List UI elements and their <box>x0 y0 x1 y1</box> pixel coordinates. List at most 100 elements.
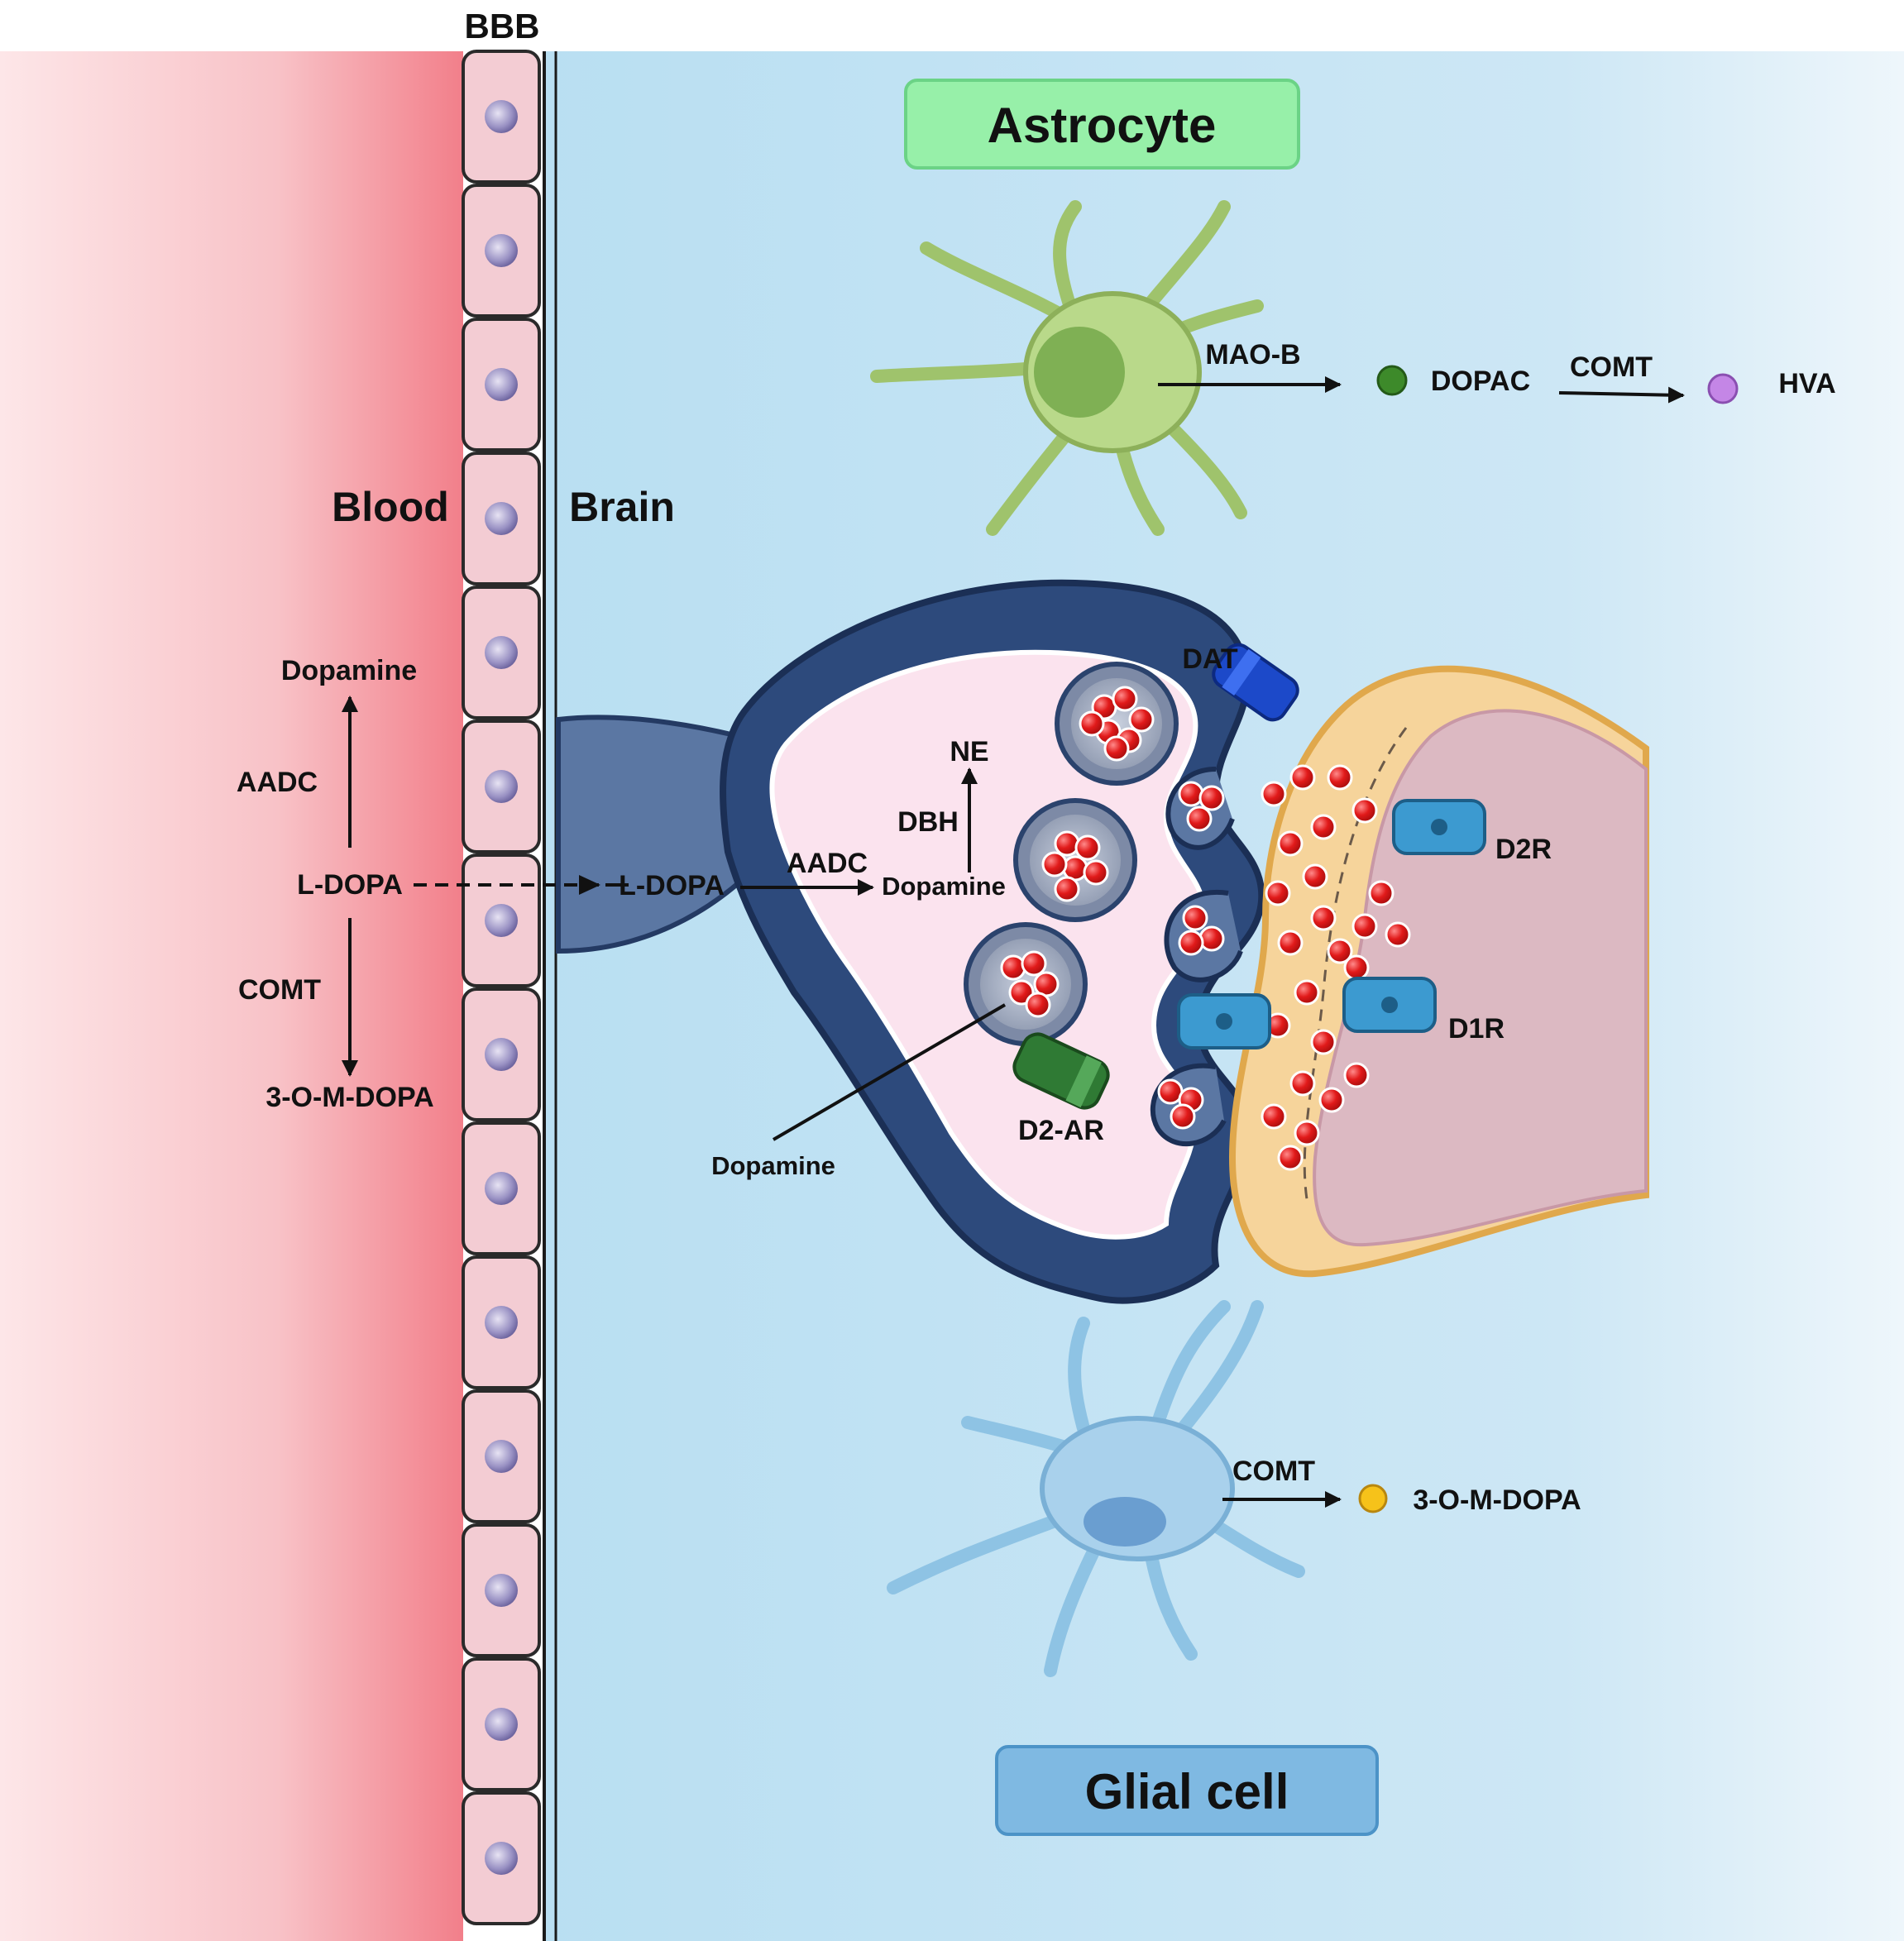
hva-molecule <box>1707 373 1739 404</box>
brain-dopamine-label: Dopamine <box>882 872 1006 901</box>
dopamine-molecule <box>1289 1070 1316 1097</box>
dopamine-molecule <box>1074 834 1101 861</box>
dbh-label: DBH <box>897 806 959 838</box>
dat-label: DAT <box>1182 643 1238 675</box>
d2ar-label: D2-AR <box>1018 1115 1104 1146</box>
d2r-label: D2R <box>1495 834 1552 865</box>
astrocyte-title-box <box>904 79 1300 170</box>
d2r-receptor <box>1392 799 1486 855</box>
astrocyte-title: Astrocyte <box>988 98 1217 153</box>
dopamine-molecule <box>1079 710 1105 737</box>
dopamine-molecule <box>1318 1087 1345 1113</box>
dopamine-molecule <box>1021 950 1047 977</box>
glial-cell <box>887 1300 1305 1677</box>
blood-region <box>0 50 463 1941</box>
dopamine-molecule <box>1261 781 1287 807</box>
dopamine-molecule <box>1182 905 1208 931</box>
dopamine-molecule <box>1054 876 1080 902</box>
vesicle-dopamine-pointer <box>772 1003 1007 1141</box>
dopamine-molecule <box>1343 954 1370 981</box>
dopamine-molecule <box>1385 921 1411 948</box>
dopamine-molecule <box>1277 830 1304 857</box>
endothelial-nucleus <box>485 1842 518 1875</box>
blood-dopamine-label: Dopamine <box>281 655 417 686</box>
dopamine-molecule <box>1178 930 1204 956</box>
endothelial-cell-column <box>462 50 541 1925</box>
endothelial-nucleus <box>485 1172 518 1205</box>
dopamine-molecule <box>1310 1029 1337 1055</box>
endothelial-nucleus <box>485 1306 518 1339</box>
blood-aadc-label: AADC <box>237 767 318 798</box>
dopamine-molecule <box>1294 1120 1320 1146</box>
glial-3omdopa-label: 3-O-M-DOPA <box>1413 1484 1581 1516</box>
glial-nucleus <box>1084 1497 1166 1547</box>
dopac-molecule <box>1376 365 1408 396</box>
dat-transporter <box>1212 643 1299 722</box>
astro-comt-label: COMT <box>1570 351 1653 383</box>
blood-3omdopa-label: 3-O-M-DOPA <box>266 1082 433 1113</box>
endothelial-nucleus <box>485 368 518 401</box>
astrocyte-nucleus <box>1034 327 1125 418</box>
endothelial-nucleus <box>485 234 518 267</box>
astrocyte-cell <box>870 200 1264 536</box>
brain-dashed-arrowhead <box>579 875 600 895</box>
glial-processes <box>887 1300 1305 1677</box>
endothelial-nucleus <box>485 502 518 535</box>
dopamine-molecule <box>1170 1103 1196 1130</box>
endothelial-nucleus <box>485 904 518 937</box>
hva-label: HVA <box>1778 368 1835 399</box>
dopamine-molecule <box>1327 764 1353 791</box>
vesicle-dopamine-label: Dopamine <box>711 1151 835 1180</box>
dopamine-molecule <box>1327 938 1353 964</box>
dopamine-molecule <box>1186 806 1213 832</box>
astrocyte-processes <box>870 200 1264 536</box>
3omdopa-molecule <box>1358 1484 1388 1513</box>
dopamine-molecule <box>1083 859 1109 886</box>
endothelial-nucleus <box>485 1574 518 1607</box>
d1r-receptor <box>1342 977 1437 1033</box>
endothelial-nucleus <box>485 1038 518 1071</box>
top-margin <box>0 0 1904 51</box>
dopamine-molecule <box>1103 735 1130 762</box>
dopamine-molecule <box>1054 830 1080 857</box>
dopamine-molecule <box>1261 1103 1287 1130</box>
dopamine-molecule <box>1277 930 1304 956</box>
mao-b-label: MAO-B <box>1205 339 1300 371</box>
dopamine-molecule <box>1310 814 1337 840</box>
dopamine-molecule <box>1351 797 1378 824</box>
blood-ldopa-label: L-DOPA <box>297 869 403 901</box>
dopamine-molecule <box>1112 686 1138 712</box>
d1r-label: D1R <box>1448 1013 1505 1045</box>
dopamine-molecule <box>1000 954 1026 981</box>
endothelial-nucleus <box>485 636 518 669</box>
dopamine-molecule <box>1294 979 1320 1006</box>
endothelial-nucleus <box>485 1708 518 1741</box>
brain-aadc-label: AADC <box>787 848 868 879</box>
dopamine-molecule <box>1178 781 1204 807</box>
dopamine-molecule <box>1368 880 1395 906</box>
brain-label: Brain <box>569 484 675 530</box>
dopamine-molecule <box>1265 880 1291 906</box>
dopamine-molecule <box>1310 905 1337 931</box>
glial-comt-label: COMT <box>1232 1456 1315 1487</box>
d2r-autoreceptor-1 <box>1177 993 1271 1049</box>
dopamine-molecule <box>1302 863 1328 890</box>
endothelial-nucleus <box>485 1440 518 1473</box>
comt-hva-arrow <box>1558 386 1685 404</box>
dopamine-molecule <box>1289 764 1316 791</box>
brain-ldopa-label: L-DOPA <box>619 870 725 901</box>
dopamine-molecule <box>1025 992 1051 1018</box>
blood-label: Blood <box>332 484 449 530</box>
dopamine-molecule <box>1351 913 1378 939</box>
dopac-label: DOPAC <box>1431 366 1530 397</box>
endothelial-nucleus <box>485 100 518 133</box>
dopamine-molecule <box>1198 785 1225 811</box>
glial-title-box <box>995 1745 1379 1836</box>
dopamine-molecule <box>1277 1145 1304 1171</box>
glial-title: Glial cell <box>1085 1764 1289 1819</box>
blood-comt-label: COMT <box>238 974 321 1006</box>
endothelial-nucleus <box>485 770 518 803</box>
dopamine-molecule <box>1041 851 1068 877</box>
ne-label: NE <box>950 736 988 767</box>
